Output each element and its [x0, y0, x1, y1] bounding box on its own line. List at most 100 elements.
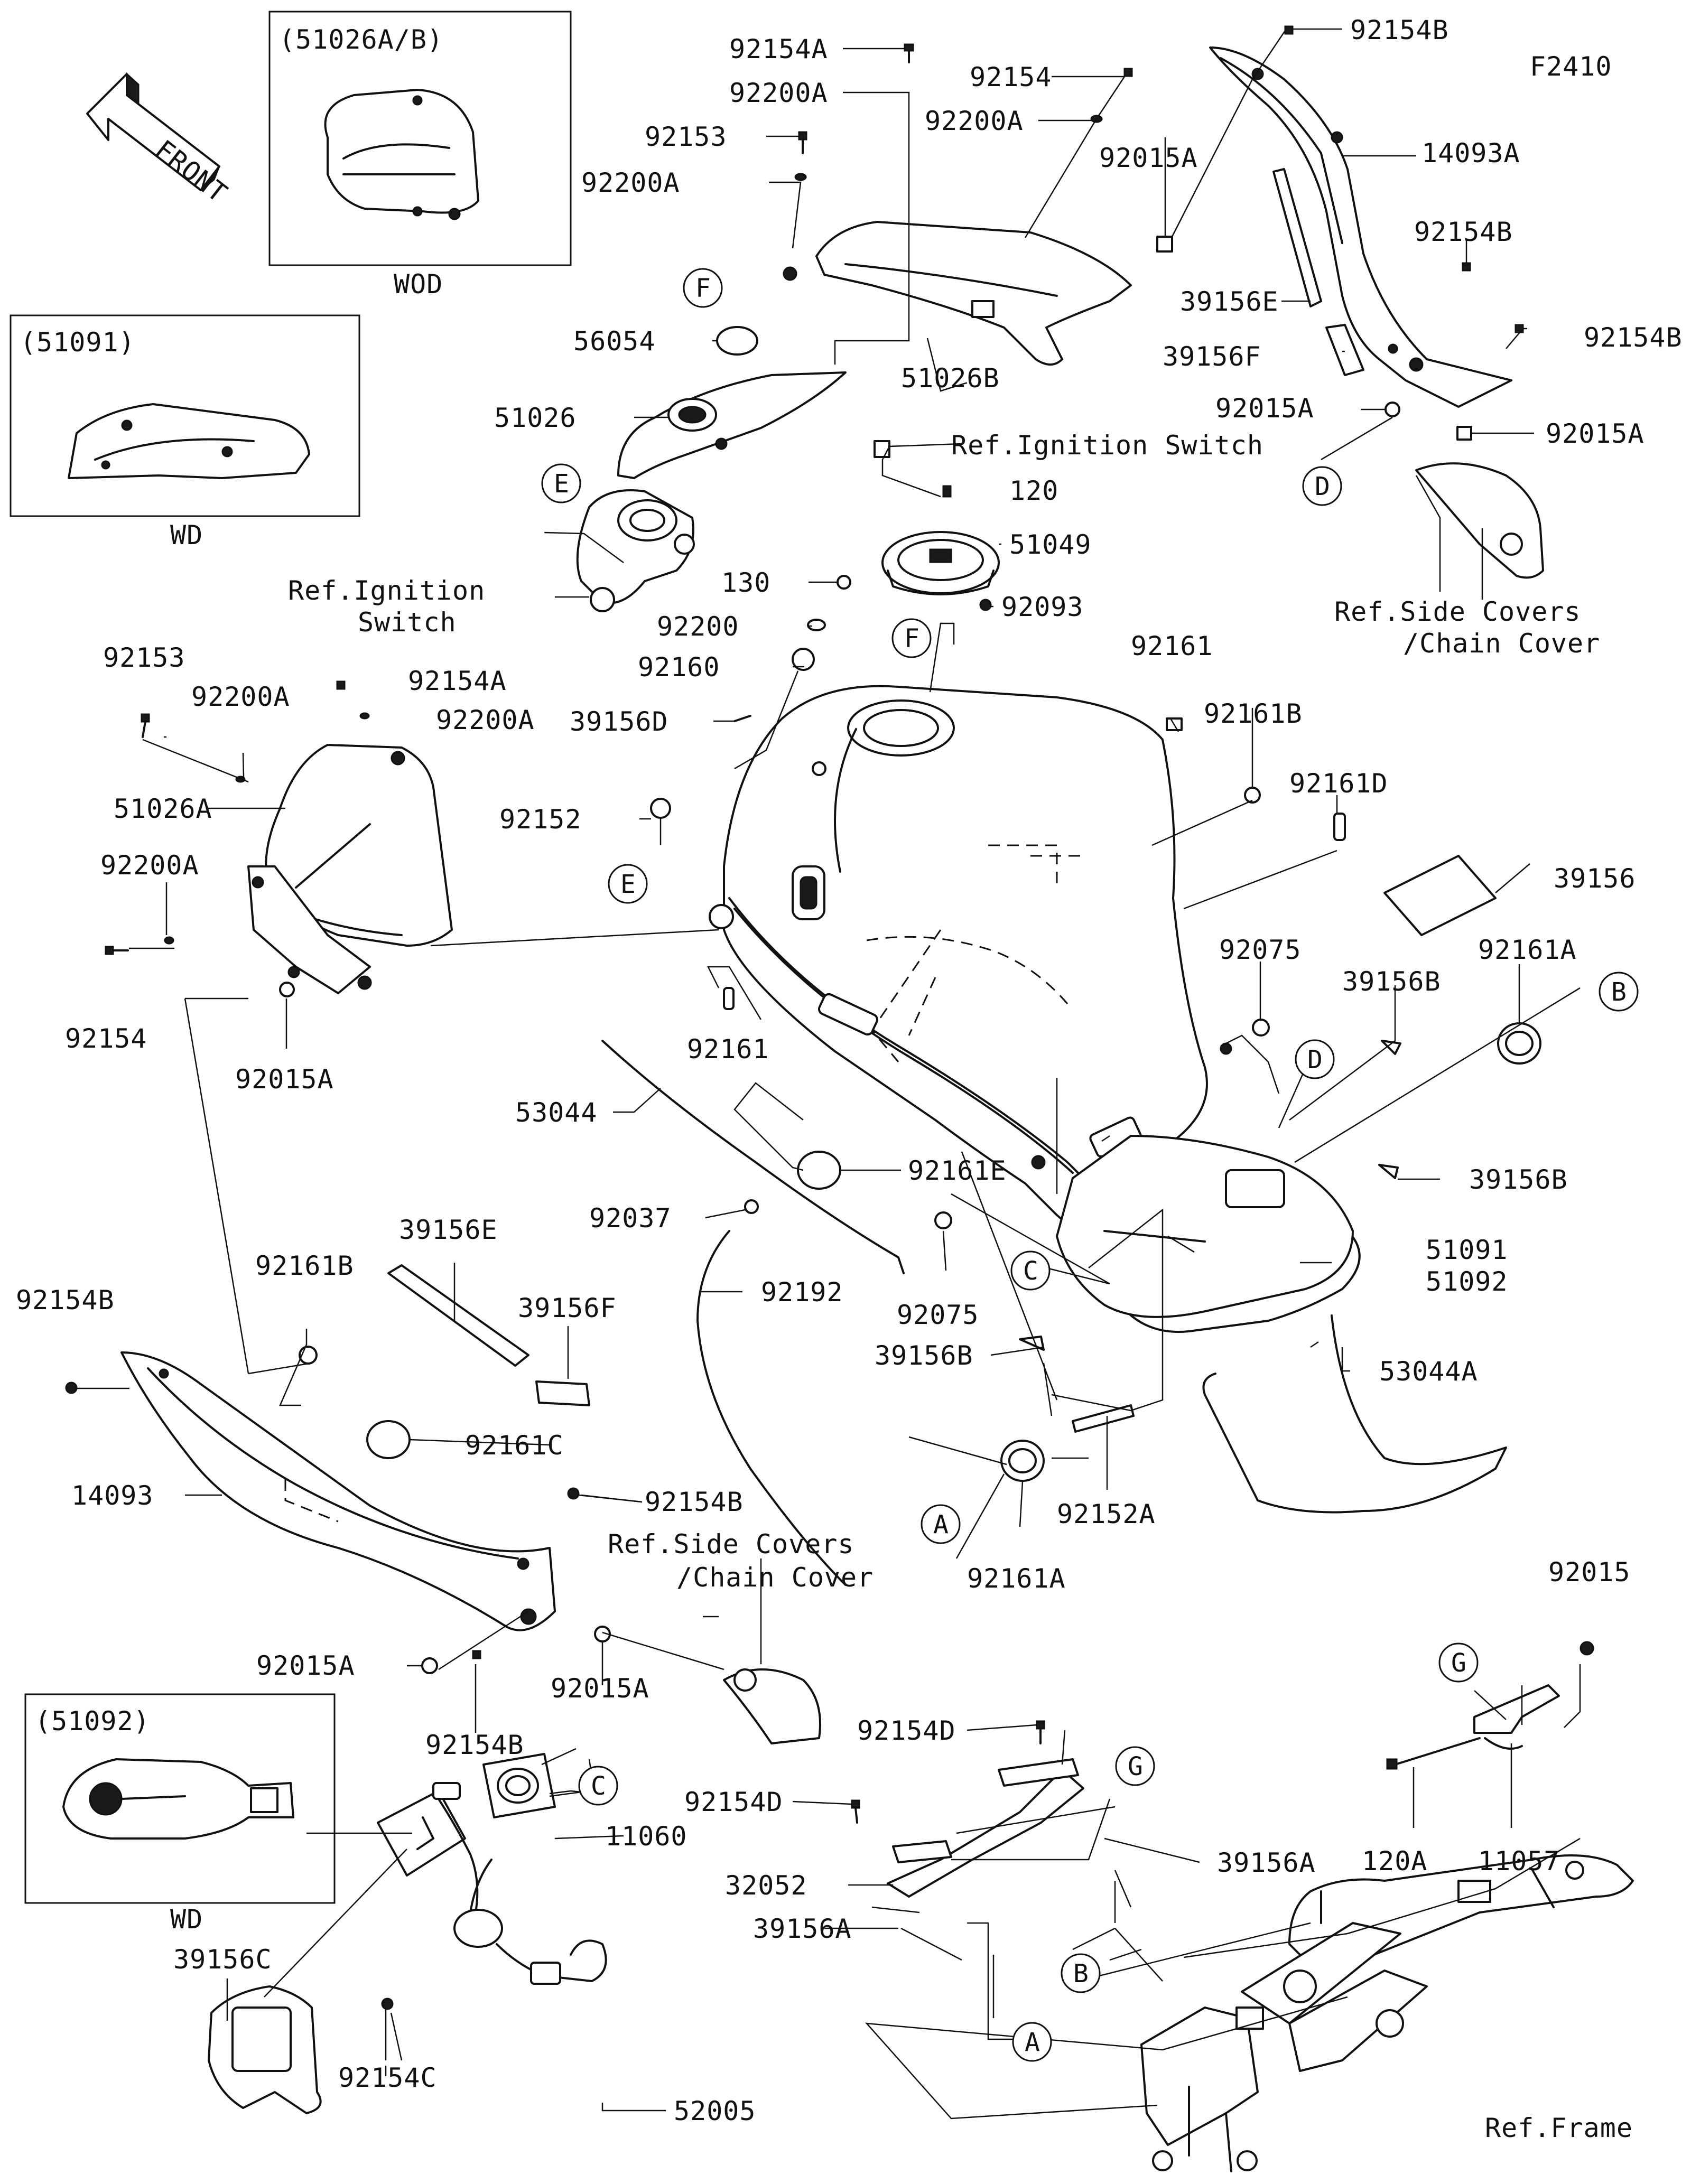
part-label: 92015A	[1215, 393, 1314, 424]
part-label: 92200	[657, 611, 739, 642]
svg-text:G: G	[1451, 1648, 1466, 1678]
fasteners	[65, 25, 1594, 2010]
part-label: 92161E	[908, 1155, 1007, 1186]
svg-text:A: A	[1025, 2028, 1040, 2057]
part-label: 92160	[638, 652, 720, 683]
part-label: 92015A	[256, 1650, 355, 1681]
callout-a-bottom: A	[1012, 2022, 1052, 2062]
part-label: 92154B	[645, 1487, 744, 1517]
bolt-130	[837, 575, 851, 590]
svg-text:D: D	[1315, 472, 1330, 501]
part-label: 32052	[725, 1870, 807, 1901]
grommet-92075-top	[1252, 1019, 1270, 1037]
part-label: 92161D	[1289, 768, 1388, 799]
cover-51026b	[783, 221, 1132, 366]
undertray-51091	[1056, 1135, 1354, 1318]
part-label: 92161	[1131, 631, 1213, 661]
foam-39156	[1383, 855, 1497, 936]
part-label: 92154D	[684, 1787, 783, 1817]
part-label: 92152	[499, 804, 582, 835]
bracket-32052	[887, 1758, 1084, 1898]
cover-51026	[617, 326, 847, 479]
part-label: 92161B	[1204, 698, 1303, 729]
inset-code: (51091)	[20, 327, 135, 358]
part-label: 92015A	[1099, 143, 1198, 173]
part-label: 92154B	[1414, 217, 1513, 247]
ref-side-covers-mid-2: /Chain Cover	[676, 1562, 874, 1593]
callout-d-top: D	[1302, 466, 1342, 506]
part-labels: 92154A 92200A 92154 92200A 92153 92200A …	[16, 15, 1683, 2126]
part-label: 130	[721, 567, 770, 598]
side-cover-ref-mid	[723, 1668, 821, 1744]
clamp-92037	[744, 1199, 759, 1214]
part-label: 92154B	[425, 1730, 524, 1760]
inset-51091: (51091) WD	[10, 314, 360, 550]
callout-c-pump: C	[578, 1766, 618, 1806]
svg-text:G: G	[1128, 1752, 1143, 1781]
ref-side-covers-mid-1: Ref.Side Covers	[608, 1529, 854, 1560]
part-label: 92037	[589, 1203, 672, 1234]
part-label: 92154	[970, 62, 1052, 92]
part-label: 92015A	[235, 1064, 334, 1095]
callout-g-bracket: G	[1115, 1746, 1155, 1786]
svg-text:B: B	[1073, 1959, 1089, 1989]
callout-d-mid: D	[1295, 1039, 1335, 1079]
part-label: 92154B	[1584, 322, 1683, 353]
part-label: 92161A	[967, 1563, 1066, 1594]
part-label: 51026	[494, 403, 577, 433]
fuel-sender-52005	[377, 1782, 607, 1985]
part-label: 39156F	[1163, 341, 1261, 372]
figure-id: F2410	[1530, 51, 1612, 82]
hose-92192	[696, 1230, 847, 1586]
seal-53044	[601, 1040, 905, 1274]
part-label: 51092	[1426, 1266, 1508, 1297]
inset-caption: WD	[170, 520, 203, 550]
ref-side-covers-top-1: Ref.Side Covers	[1334, 596, 1581, 627]
part-label: 92153	[645, 122, 727, 152]
part-label: 92154	[65, 1023, 147, 1054]
part-label: 92015A	[1546, 418, 1644, 449]
damper-92161b-right	[1244, 787, 1261, 804]
svg-text:E: E	[620, 870, 636, 899]
part-label: 92154A	[729, 34, 828, 64]
part-label: 92200A	[581, 167, 680, 198]
part-label: 39156D	[570, 706, 668, 737]
part-label: 53044	[515, 1097, 598, 1128]
callout-a-rod: A	[921, 1504, 961, 1544]
pad-39156b-mid	[1378, 1164, 1399, 1179]
ref-frame: Ref.Frame	[1485, 2113, 1633, 2143]
inset-51026ab: (51026A/B) WOD	[268, 11, 572, 300]
part-label: 92161C	[465, 1430, 564, 1461]
part-label: 92161	[687, 1034, 769, 1065]
svg-text:A: A	[933, 1510, 949, 1539]
pad-39156f-right	[1325, 324, 1364, 376]
rod-92152a	[1072, 1404, 1135, 1433]
part-label: 14093A	[1421, 138, 1520, 169]
cover-14093a	[1209, 46, 1512, 408]
part-label: 92015A	[551, 1673, 649, 1704]
svg-text:E: E	[554, 469, 569, 499]
part-label: 92154A	[408, 666, 507, 696]
panel-51026a	[247, 744, 453, 994]
part-label: 92200A	[191, 682, 290, 712]
part-label: 39156A	[753, 1914, 852, 1944]
grommet-92075-bottom	[934, 1211, 952, 1229]
part-label: 92192	[761, 1277, 843, 1308]
side-cover-ref-top	[1415, 462, 1544, 579]
damper-92161e	[797, 1151, 841, 1190]
part-label: 39156B	[1469, 1164, 1568, 1195]
inset-code: (51026A/B)	[279, 24, 443, 55]
part-label: 39156F	[518, 1293, 617, 1323]
part-label: 39156	[1554, 863, 1636, 894]
damper-92161a-lower	[1000, 1440, 1045, 1482]
pad-39156f-left	[535, 1380, 590, 1406]
inset-51092: (51092) WD	[24, 1693, 336, 1935]
part-label: 39156B	[1342, 966, 1441, 997]
inset-code: (51092)	[35, 1706, 150, 1737]
part-label: 92200A	[436, 705, 535, 735]
front-arrow-icon: FRONT	[86, 72, 233, 209]
part-label: 92152A	[1057, 1499, 1156, 1529]
part-label: 92093	[1001, 592, 1084, 622]
callout-e-left: E	[608, 864, 648, 904]
